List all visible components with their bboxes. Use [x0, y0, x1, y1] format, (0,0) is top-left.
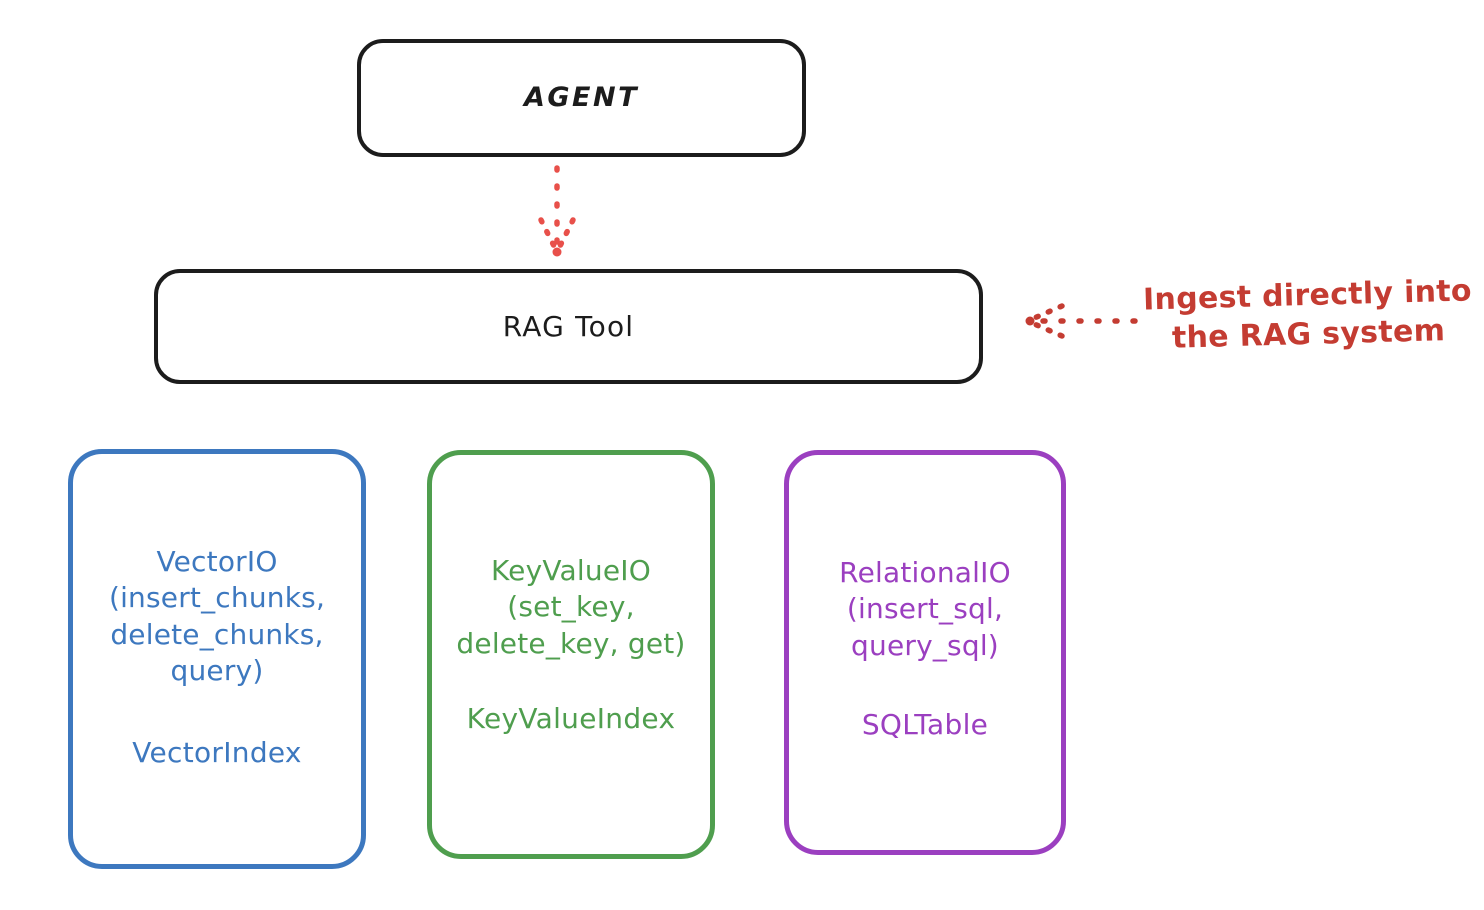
- node-relational-io-api-label: RelationalIO (insert_sql, query_sql): [839, 556, 1011, 662]
- node-vector-io-api-label: VectorIO (insert_chunks, delete_chunks, …: [108, 545, 326, 688]
- node-relational-io-index-label: SQLTable: [861, 708, 989, 742]
- edge-ingest-to-rag-tool-icon: [1025, 303, 1138, 339]
- node-key-value-io-index-label: KeyValueIndex: [466, 702, 676, 736]
- node-relational-io[interactable]: RelationalIO (insert_sql, query_sql) SQL…: [784, 450, 1066, 855]
- annotation-ingest-text: Ingest directly into the RAG system: [1142, 273, 1473, 356]
- edge-agent-to-rag-tool-icon: [538, 165, 576, 257]
- node-agent[interactable]: AGENT: [357, 39, 806, 157]
- node-rag-tool[interactable]: RAG Tool: [154, 269, 983, 384]
- node-key-value-io[interactable]: KeyValueIO (set_key, delete_key, get) Ke…: [427, 450, 715, 859]
- node-vector-io-index-label: VectorIndex: [132, 735, 302, 769]
- node-key-value-io-api-label: KeyValueIO (set_key, delete_key, get): [456, 554, 686, 660]
- node-rag-tool-label: RAG Tool: [502, 309, 635, 343]
- node-agent-label: AGENT: [523, 81, 639, 113]
- node-vector-io[interactable]: VectorIO (insert_chunks, delete_chunks, …: [68, 449, 366, 869]
